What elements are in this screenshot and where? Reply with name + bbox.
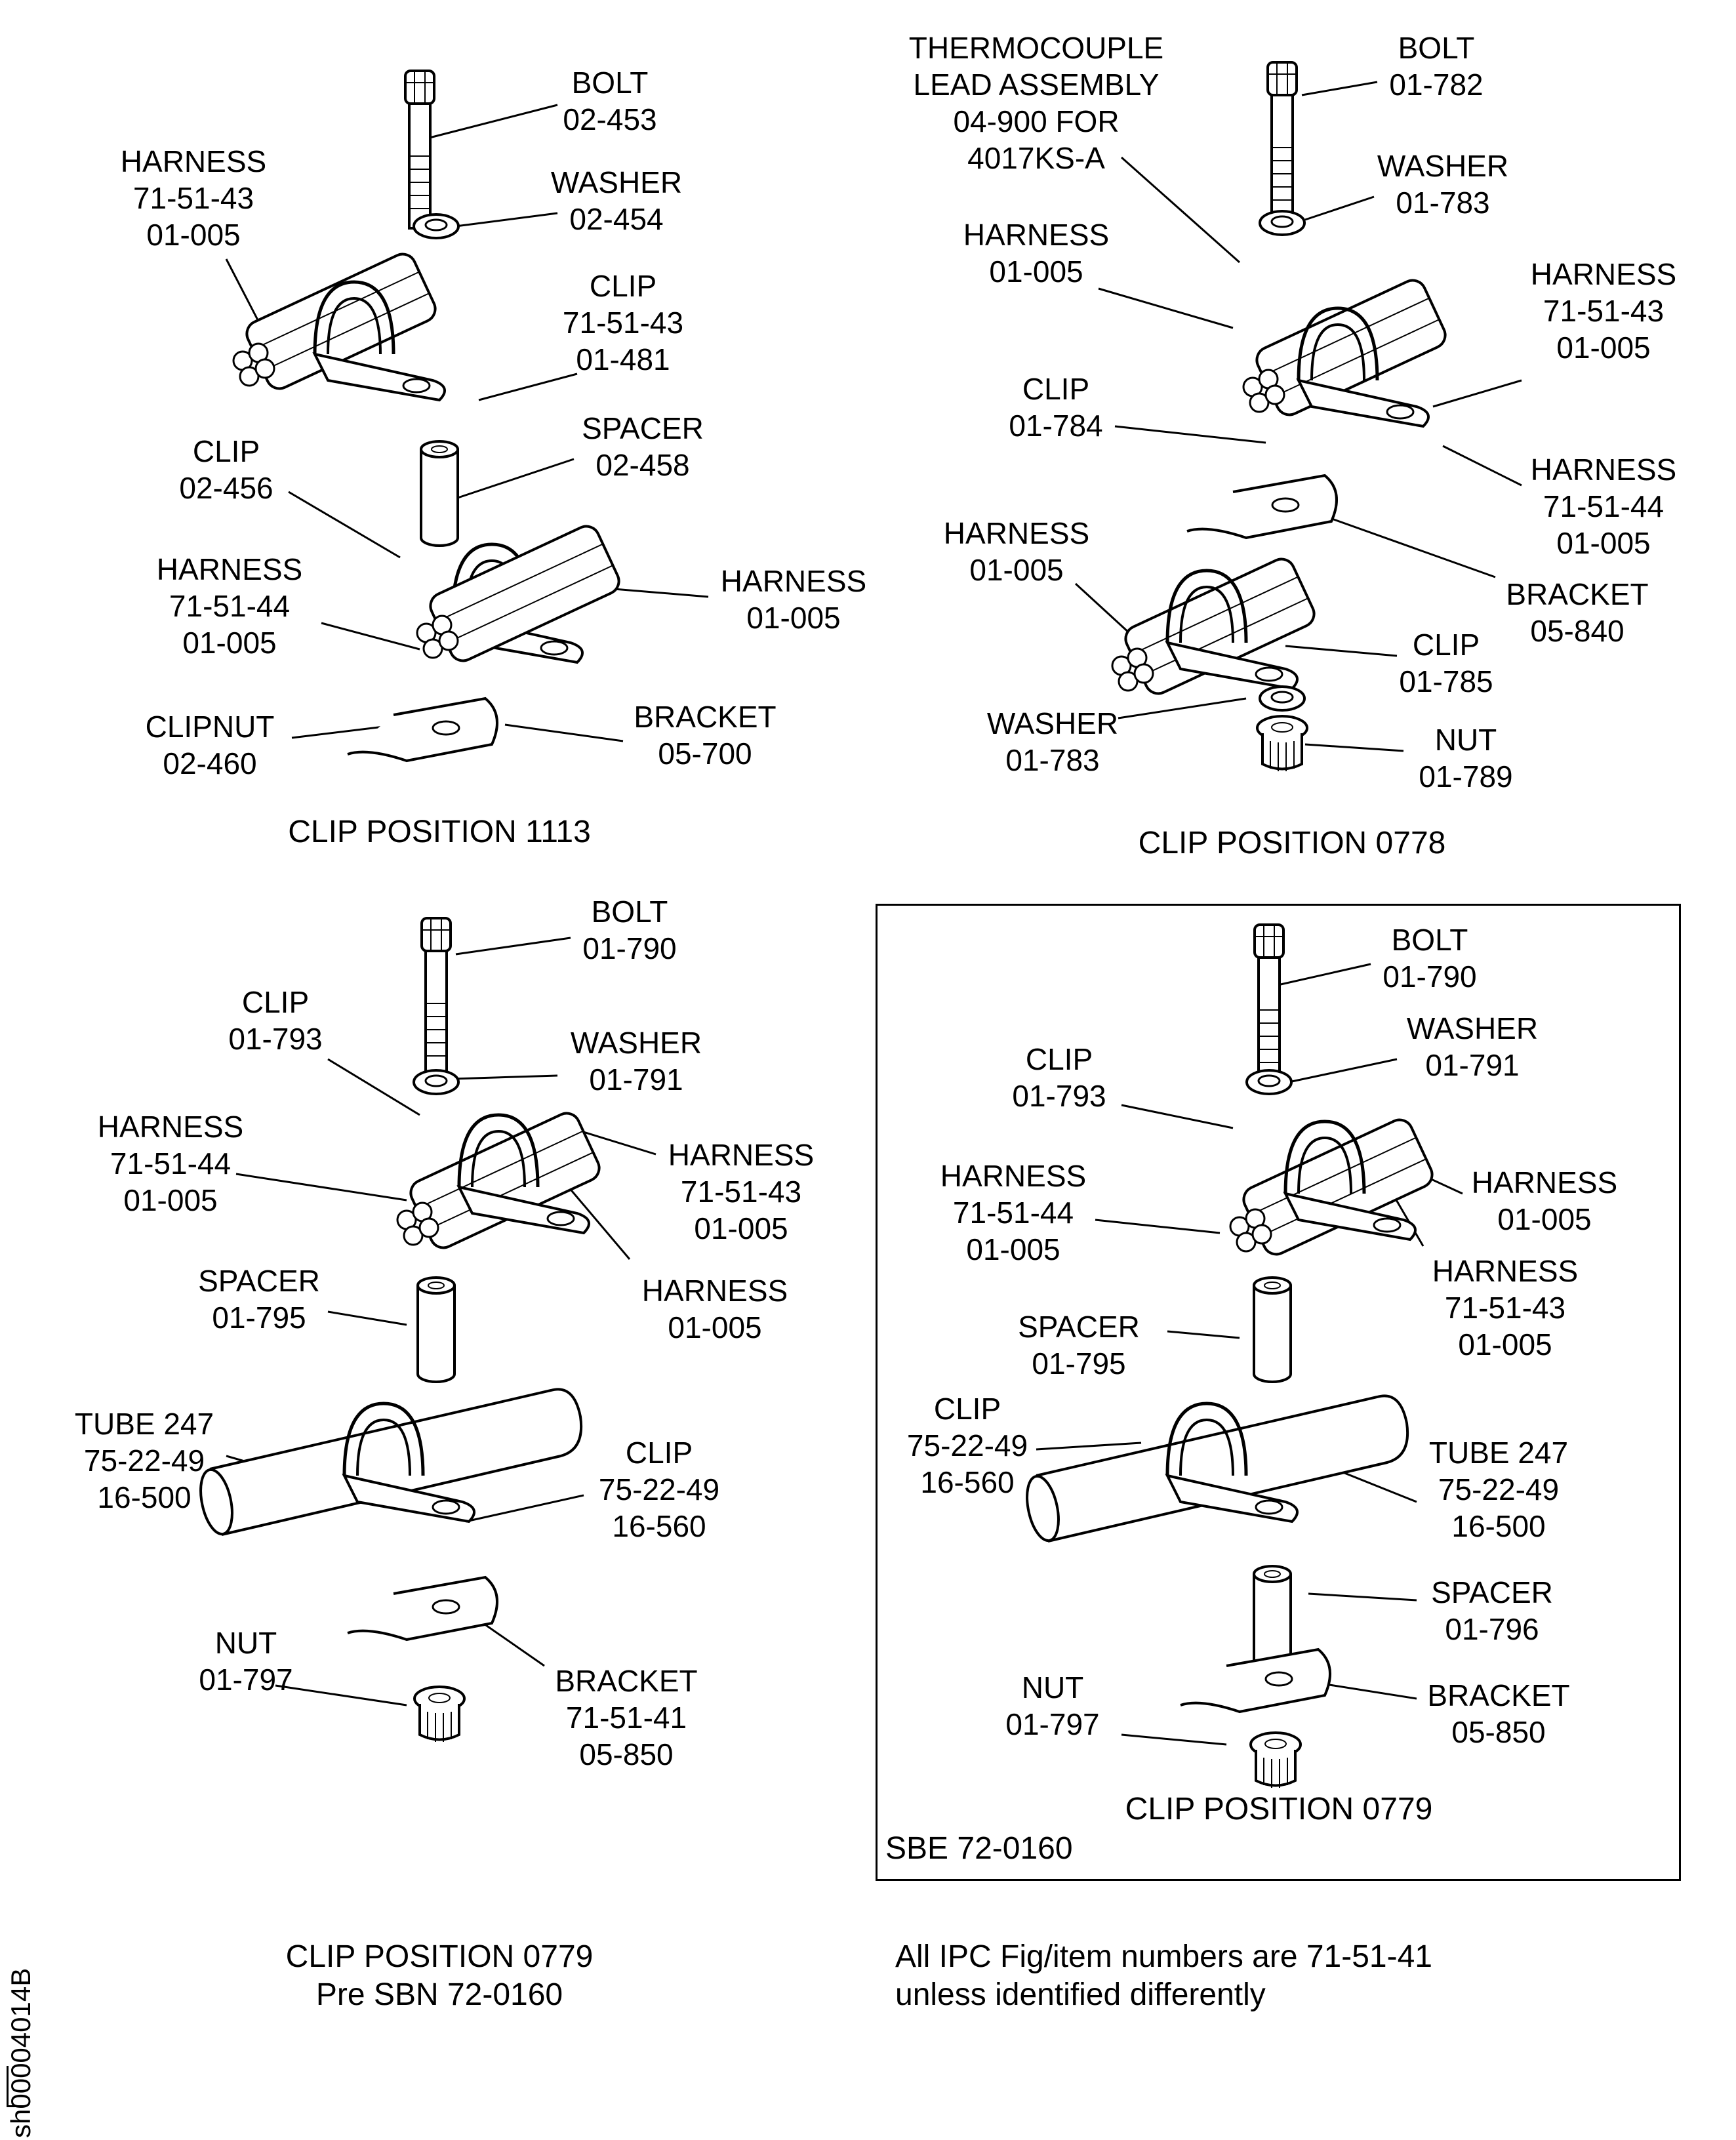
sheet-id-tick [7,2105,26,2107]
sheet-id: sh00004014B [5,1968,36,2138]
tr-caption: CLIP POSITION 0778 [1138,826,1446,860]
br-sbe-label: SBE 72-0160 [885,1831,1073,1866]
sheet-id-tick-vertical [7,2066,9,2107]
sbe-revision-box [876,904,1681,1881]
tl-caption: CLIP POSITION 1113 [288,815,591,849]
br-caption: CLIP POSITION 0779 [1125,1792,1433,1827]
